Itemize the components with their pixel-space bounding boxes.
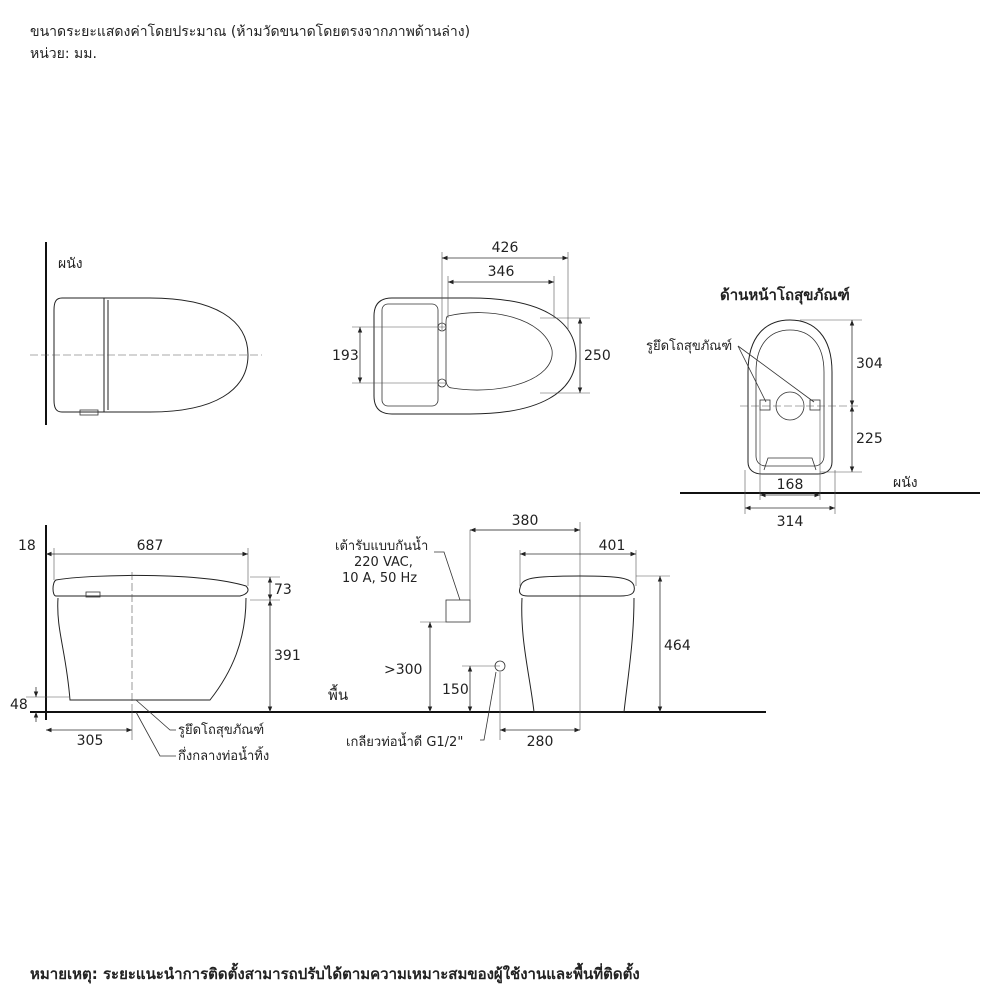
bolt-label-side: รูยึดโถสุขภัณฑ์: [178, 722, 264, 738]
dim-304: 304: [856, 356, 883, 372]
installation-note: หมายเหตุ: ระยะแนะนำการติดตั้งสามารถปรับไ…: [30, 965, 640, 983]
dim-193: 193: [332, 348, 359, 364]
dim-73: 73: [274, 582, 292, 598]
wall-label-top: ผนัง: [58, 256, 83, 272]
water-inlet: [494, 660, 506, 672]
dim-18: 18: [18, 538, 36, 554]
outlet-label-1: เต้ารับแบบกันน้ำ: [335, 536, 428, 554]
front-view-title: ด้านหน้าโถสุขภัณฑ์: [720, 285, 850, 305]
dim-464: 464: [664, 638, 691, 654]
header-unit: หน่วย: มม.: [30, 46, 97, 62]
rear-bowl: [521, 597, 635, 713]
dim-225: 225: [856, 431, 883, 447]
dim-391: 391: [274, 648, 301, 664]
outlet-label-2: 220 VAC,: [354, 555, 413, 570]
toilet-top-outline: [53, 297, 249, 413]
drain-center-label: กึ่งกลางท่อน้ำทิ้ง: [178, 746, 269, 764]
dim-346: 346: [488, 264, 515, 280]
dim-401: 401: [599, 538, 626, 554]
dim-168: 168: [777, 477, 804, 493]
outlet-label-3: 10 A, 50 Hz: [342, 571, 417, 586]
dim-150: 150: [442, 682, 469, 698]
dim-314: 314: [777, 514, 804, 530]
top-view-middle: 426 346 193 250: [332, 240, 611, 415]
rear-lid: [519, 575, 635, 597]
side-view: พื้น 18 687 73 391 48 305 รูยึดโถสุขภัณฑ…: [10, 525, 766, 764]
dim-380: 380: [512, 513, 539, 529]
dim-48: 48: [10, 697, 28, 713]
side-bowl: [57, 597, 247, 701]
dim-gt300: >300: [384, 662, 422, 678]
bolt-label-front: รูยึดโถสุขภัณฑ์: [646, 338, 732, 354]
dim-250: 250: [584, 348, 611, 364]
outlet-box: [445, 599, 471, 623]
rear-view: เต้ารับแบบกันน้ำ 220 VAC, 10 A, 50 Hz 38…: [335, 513, 691, 750]
dim-305: 305: [77, 733, 104, 749]
front-view: ด้านหน้าโถสุขภัณฑ์ ผนัง รูยึดโถสุขภัณฑ์ …: [646, 285, 980, 530]
side-lid: [52, 574, 249, 597]
dim-426: 426: [492, 240, 519, 256]
dim-687: 687: [137, 538, 164, 554]
wall-label-front: ผนัง: [893, 475, 918, 491]
top-view-left: ผนัง: [30, 242, 262, 425]
bolt-left: [759, 399, 771, 411]
header-approx-note: ขนาดระยะแสดงค่าโดยประมาณ (ห้ามวัดขนาดโดย…: [30, 24, 471, 40]
floor-label: พื้น: [328, 684, 348, 704]
toilet-top-outline-middle: [373, 297, 577, 415]
seat-outline: [445, 312, 553, 391]
dim-280: 280: [527, 734, 554, 750]
bolt-right: [809, 399, 821, 411]
front-bowl-outline: [747, 319, 833, 475]
thread-label: เกลียวท่อน้ำดี G1/2": [346, 732, 463, 750]
